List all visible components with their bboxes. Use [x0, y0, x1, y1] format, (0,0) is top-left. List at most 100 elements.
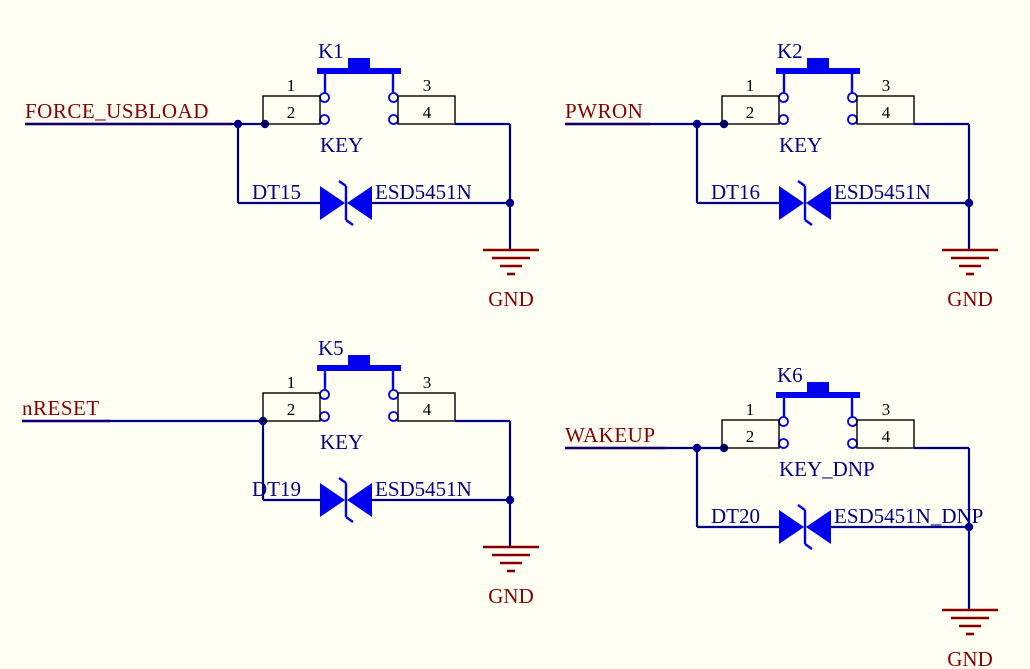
diode-value-label: ESD5451N [375, 180, 472, 204]
gnd-symbol[interactable]: GND [483, 545, 539, 608]
pin-number: 2 [287, 103, 296, 122]
pin-box-left [262, 392, 321, 422]
junction-dot [692, 443, 702, 453]
diode-bar-tick [345, 516, 354, 523]
pin-number: 1 [287, 373, 296, 392]
pin-box-right [397, 392, 456, 422]
button-plunger [807, 58, 829, 68]
junction-dot [964, 198, 974, 208]
contact-circle [319, 389, 330, 400]
push-button-symbol[interactable]: K1 1 2 3 4 KEY [262, 39, 456, 157]
contact-circle [847, 416, 858, 427]
diode-triangle-left [320, 186, 345, 220]
pin-box-right [856, 95, 915, 125]
diode-bar-tick [804, 543, 813, 550]
gnd-label: GND [947, 287, 993, 311]
pin-number: 1 [287, 76, 296, 95]
diode-triangle-right [347, 186, 372, 220]
circuit-block-1: FORCE_USBLOAD K1 1 2 3 4 KEY [25, 39, 539, 311]
net-label[interactable]: PWRON [565, 99, 650, 126]
diode-bar-tick [338, 180, 347, 187]
pin-box-right [397, 95, 456, 125]
pin-number: 1 [746, 76, 755, 95]
pin-box-right [856, 419, 915, 449]
tvs-diode-symbol[interactable]: DT20 ESD5451N_DNP [711, 504, 983, 550]
switch-ref-label: K1 [318, 39, 344, 63]
contact-circle [778, 438, 789, 449]
contact-circle [847, 114, 858, 125]
contact-circle [778, 92, 789, 103]
tvs-diode-symbol[interactable]: DT16 ESD5451N [711, 180, 931, 226]
switch-ref-label: K2 [777, 39, 803, 63]
contact-circle [319, 114, 330, 125]
diode-ref-label: DT19 [252, 477, 301, 501]
button-plunger [807, 382, 829, 392]
pin-number: 1 [746, 400, 755, 419]
switch-value-label: KEY [779, 133, 822, 157]
switch-value-label: KEY [320, 430, 363, 454]
push-button-symbol[interactable]: K2 1 2 3 4 KEY [721, 39, 915, 157]
junction-dot [692, 119, 702, 129]
contact-circle [388, 411, 399, 422]
net-label[interactable]: nRESET [22, 396, 110, 423]
net-name-text: nRESET [22, 396, 100, 420]
diode-triangle-right [806, 186, 831, 220]
button-actuator-bar [776, 392, 860, 398]
switch-value-label: KEY [320, 133, 363, 157]
diode-value-label: ESD5451N_DNP [834, 504, 983, 528]
switch-ref-label: K6 [777, 363, 803, 387]
pin-number: 3 [882, 400, 891, 419]
contact-circle [847, 92, 858, 103]
button-actuator-bar [317, 365, 401, 371]
contact-circle [778, 416, 789, 427]
circuit-block-2: PWRON K2 1 2 3 4 KEY [565, 39, 998, 311]
gnd-label: GND [947, 647, 993, 669]
gnd-label: GND [488, 287, 534, 311]
pin-number: 4 [423, 400, 432, 419]
diode-bar-tick [797, 180, 806, 187]
pin-box-left [721, 95, 780, 125]
diode-bar-tick [797, 504, 806, 511]
pin-number: 3 [882, 76, 891, 95]
diode-triangle-left [320, 483, 345, 517]
junction-dot [505, 198, 515, 208]
net-label[interactable]: FORCE_USBLOAD [25, 99, 232, 126]
net-name-text: FORCE_USBLOAD [25, 99, 209, 123]
push-button-symbol[interactable]: K6 1 2 3 4 KEY_DNP [721, 363, 915, 481]
contact-circle [847, 438, 858, 449]
diode-ref-label: DT15 [252, 180, 301, 204]
pin-number: 3 [423, 373, 432, 392]
button-plunger [348, 58, 370, 68]
net-label[interactable]: WAKEUP [565, 423, 665, 450]
pin-box-left [721, 419, 780, 449]
diode-triangle-left [779, 186, 804, 220]
diode-bar-tick [345, 219, 354, 226]
pin-number: 2 [287, 400, 296, 419]
net-name-text: WAKEUP [565, 423, 656, 447]
button-actuator-bar [776, 68, 860, 74]
gnd-symbol[interactable]: GND [483, 248, 539, 311]
junction-dot [964, 522, 974, 532]
tvs-diode-symbol[interactable]: DT19 ESD5451N [252, 477, 472, 523]
contact-circle [778, 114, 789, 125]
button-actuator-bar [317, 68, 401, 74]
diode-value-label: ESD5451N [375, 477, 472, 501]
push-button-symbol[interactable]: K5 1 2 3 4 KEY [262, 336, 456, 454]
diode-triangle-right [347, 483, 372, 517]
tvs-diode-symbol[interactable]: DT15 ESD5451N [252, 180, 472, 226]
net-name-text: PWRON [565, 99, 643, 123]
diode-triangle-left [779, 510, 804, 544]
pin-number: 4 [882, 427, 891, 446]
gnd-symbol[interactable]: GND [942, 248, 998, 311]
diode-ref-label: DT20 [711, 504, 760, 528]
diode-value-label: ESD5451N [834, 180, 931, 204]
circuit-block-3: nRESET K5 1 2 3 4 KEY [22, 336, 539, 608]
switch-value-label: KEY_DNP [779, 457, 875, 481]
pin-number: 4 [882, 103, 891, 122]
contact-circle [388, 92, 399, 103]
switch-ref-label: K5 [318, 336, 344, 360]
junction-dot [505, 495, 515, 505]
diode-bar-tick [338, 477, 347, 484]
gnd-symbol[interactable]: GND [942, 608, 998, 669]
